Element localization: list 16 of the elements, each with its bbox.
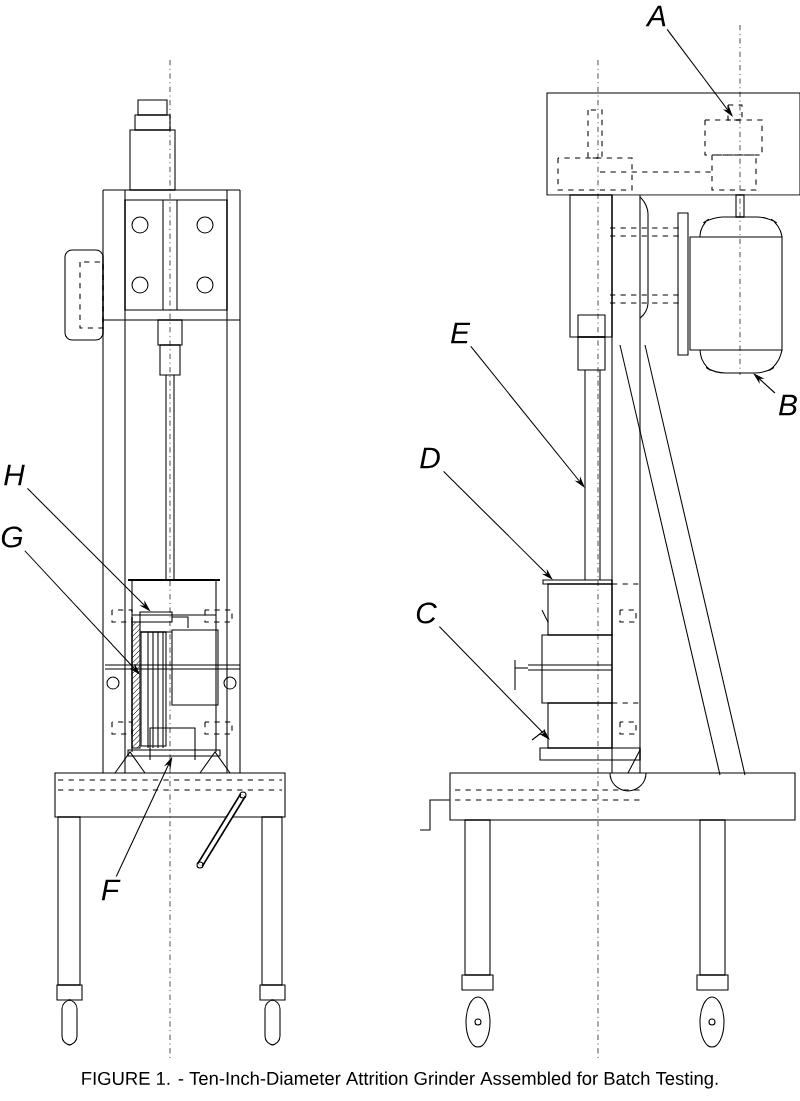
callout-letter: F [101,879,121,901]
callout-letter: D [420,447,440,469]
callout-letter: G [1,526,23,548]
callout-letter: H [4,464,25,486]
leader-line [443,470,553,580]
callout-letter: B [778,394,797,416]
callout-letter: A [645,5,666,27]
callout-letter: C [416,602,437,624]
machine-part [140,631,167,747]
machine-part [139,611,173,623]
leader-line [470,345,585,488]
figure-caption: FIGURE 1. - Ten-Inch-Diameter Attrition Grinder Assembled for Batch Testing. [82,1071,718,1089]
leader-line [438,626,550,740]
machine-part [127,749,221,757]
callout-letter: E [450,322,471,344]
leader-line [753,373,776,394]
